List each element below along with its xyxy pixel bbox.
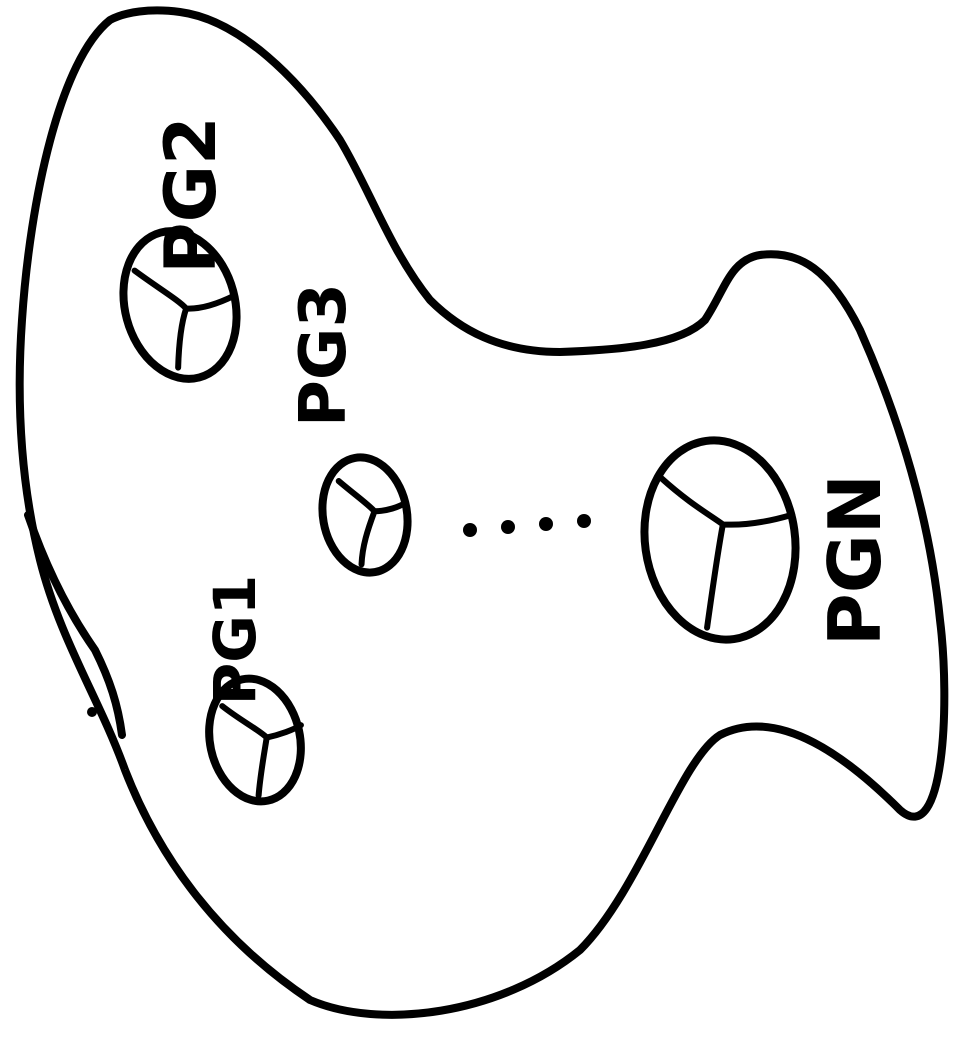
pgn-label: PGN — [813, 474, 897, 646]
ellipsis-dot — [577, 514, 591, 528]
pg2-label: PG2 — [150, 116, 232, 273]
boundary-dot — [87, 707, 97, 717]
pg3-node — [314, 451, 417, 580]
pg3-label: PG3 — [287, 283, 361, 427]
ellipsis-dot — [501, 520, 515, 534]
boundary-mark — [28, 515, 122, 735]
pg1-label: PG1 — [201, 575, 269, 705]
ellipsis-dot — [463, 523, 477, 537]
ellipsis-dots — [463, 514, 591, 537]
ellipsis-dot — [539, 517, 553, 531]
pgn-node — [632, 431, 808, 650]
pg3-circle — [314, 451, 417, 580]
